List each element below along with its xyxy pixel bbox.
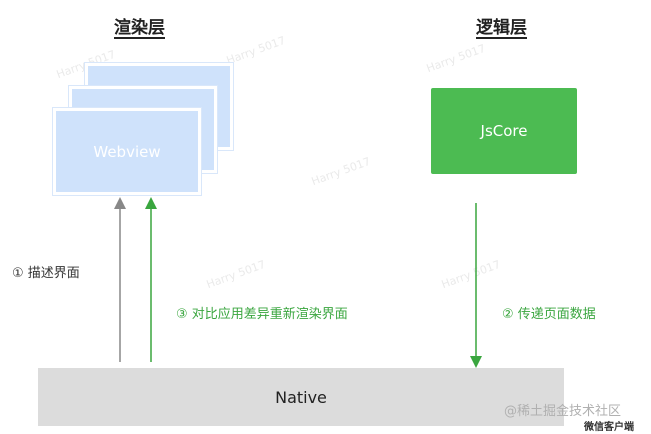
diff-rerender-label: ③ 对比应用差异重新渲染界面 (176, 307, 348, 322)
jscore-label: JsCore (480, 122, 528, 140)
describe-ui-label: ① 描述界面 (12, 266, 80, 281)
client-label: 微信客户端 (584, 422, 634, 433)
native-bar: Native (38, 368, 564, 426)
site-watermark: @稀土掘金技术社区 (504, 404, 622, 419)
pass-data-label: ② 传递页面数据 (502, 307, 596, 322)
render-layer-heading: 渲染层 (114, 18, 165, 38)
jscore-box: JsCore (431, 88, 577, 174)
webview-label: Webview (93, 142, 161, 161)
webview-box: Webview (53, 108, 201, 195)
logic-layer-heading: 逻辑层 (476, 18, 527, 38)
native-label: Native (275, 387, 327, 407)
